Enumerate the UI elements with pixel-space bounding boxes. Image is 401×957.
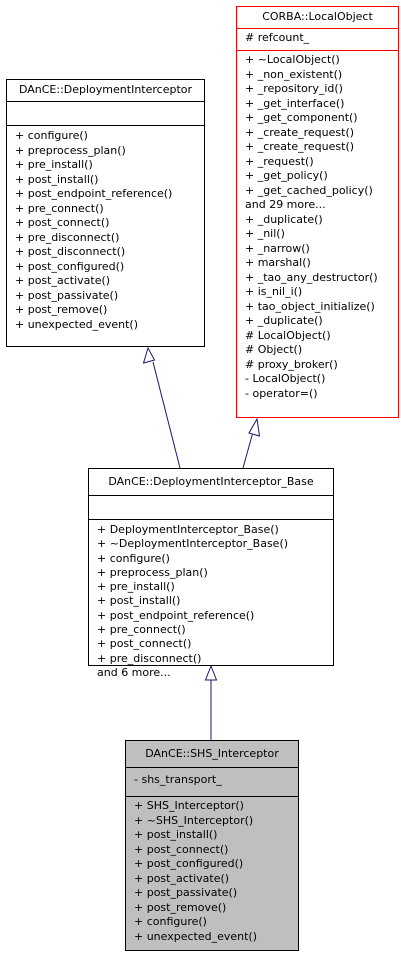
class-title: DAnCE::SHS_Interceptor (126, 741, 298, 768)
method-row: + post_remove() (134, 900, 227, 914)
method-row: + pre_connect() (15, 201, 104, 215)
class-shs-interceptor[interactable]: DAnCE::SHS_Interceptor - shs_transport_ … (125, 740, 299, 951)
method-row: + preprocess_plan() (97, 565, 208, 579)
method-row: + pre_connect() (97, 623, 186, 637)
class-attributes (89, 496, 333, 520)
method-row: + tao_object_initialize() (245, 299, 375, 313)
method-row: + post_configured() (15, 259, 125, 273)
method-row: + post_endpoint_reference() (97, 608, 255, 622)
class-attributes: # refcount_ (237, 29, 398, 51)
attribute-row: # refcount_ (245, 31, 310, 44)
method-row: + post_connect() (15, 216, 110, 229)
method-row: + _non_existent() (245, 67, 343, 81)
method-row: + post_remove() (15, 303, 108, 316)
method-row: + _get_cached_policy() (245, 183, 373, 197)
method-row: # Object() (245, 343, 303, 356)
method-row: + DeploymentInterceptor_Base() (97, 523, 279, 536)
method-row: + post_disconnect() (15, 245, 126, 258)
class-methods: + configure() + preprocess_plan() + pre_… (7, 126, 204, 334)
method-row: + post_passivate() (134, 886, 238, 899)
method-row: + pre_disconnect() (15, 230, 120, 244)
method-row: + _narrow() (245, 241, 310, 255)
method-row: + SHS_Interceptor() (134, 799, 244, 812)
method-row: + ~LocalObject() (245, 53, 340, 66)
method-row: + configure() (97, 551, 170, 565)
method-row: + _duplicate() (245, 314, 323, 327)
method-row: + post_install() (97, 594, 181, 608)
method-row: + post_install() (15, 172, 99, 186)
method-row: + _repository_id() (245, 82, 343, 95)
method-row: + post_endpoint_reference() (15, 187, 173, 200)
method-row: + _duplicate() (245, 212, 323, 226)
edge-base-to-deployment-interceptor (142, 346, 181, 469)
method-row: + post_activate() (134, 871, 230, 885)
method-row: + _request() (245, 154, 314, 168)
method-row: + _get_interface() (245, 96, 345, 110)
inheritance-arrowhead (248, 417, 261, 437)
method-row: + unexpected_event() (134, 929, 258, 943)
inheritance-arrowhead (142, 346, 156, 364)
class-attributes (7, 102, 204, 126)
method-row: + configure() (134, 915, 207, 928)
class-attributes: - shs_transport_ (126, 768, 298, 797)
method-row: - operator=() (245, 386, 318, 400)
method-row: + _nil() (245, 227, 285, 240)
method-row: + _create_request() (245, 140, 355, 153)
method-row: # LocalObject() (245, 328, 331, 342)
class-deployment-interceptor[interactable]: DAnCE::DeploymentInterceptor + configure… (6, 79, 205, 347)
method-row: + pre_install() (15, 158, 93, 171)
class-title: CORBA::LocalObject (237, 7, 398, 29)
class-methods: + SHS_Interceptor() + ~SHS_Interceptor()… (126, 797, 298, 946)
method-row: + post_activate() (15, 274, 111, 287)
method-row: + post_configured() (134, 857, 244, 870)
class-title: DAnCE::DeploymentInterceptor_Base (89, 469, 333, 496)
method-row: + post_install() (134, 828, 218, 841)
class-title: DAnCE::DeploymentInterceptor (7, 80, 204, 102)
attribute-row: - shs_transport_ (134, 773, 222, 786)
method-row: + configure() (15, 129, 88, 142)
more-methods-link[interactable]: and 29 more... (245, 198, 326, 211)
method-row: # proxy_broker() (245, 357, 338, 371)
method-row: + is_nil_i() (245, 285, 303, 298)
method-row: + post_connect() (134, 842, 229, 856)
edge-shs-to-base (204, 664, 218, 740)
method-row: + _get_component() (245, 111, 358, 124)
method-row: - LocalObject() (245, 372, 326, 385)
method-row: + post_connect() (97, 637, 192, 651)
inheritance-arrowhead (204, 664, 218, 681)
method-row: + pre_install() (97, 580, 175, 594)
method-row: + _tao_any_destructor() (245, 270, 378, 284)
method-row: + preprocess_plan() (15, 143, 126, 157)
method-row: + _get_policy() (245, 169, 328, 182)
edge-base-to-local-object (242, 417, 261, 469)
class-methods: + DeploymentInterceptor_Base() + ~Deploy… (89, 520, 333, 682)
method-row: + ~DeploymentInterceptor_Base() (97, 537, 289, 551)
class-deployment-interceptor-base[interactable]: DAnCE::DeploymentInterceptor_Base + Depl… (88, 468, 334, 679)
class-corba-local-object[interactable]: CORBA::LocalObject # refcount_ + ~LocalO… (236, 6, 399, 418)
method-row: + pre_disconnect() (97, 651, 202, 665)
more-methods-link[interactable]: and 6 more... (97, 665, 171, 679)
method-row: + _create_request() (245, 125, 355, 139)
method-row: + marshal() (245, 256, 311, 269)
method-row: + post_passivate() (15, 288, 119, 302)
class-methods: + ~LocalObject() + _non_existent() + _re… (237, 51, 398, 403)
method-row: + ~SHS_Interceptor() (134, 813, 254, 827)
method-row: + unexpected_event() (15, 317, 139, 331)
